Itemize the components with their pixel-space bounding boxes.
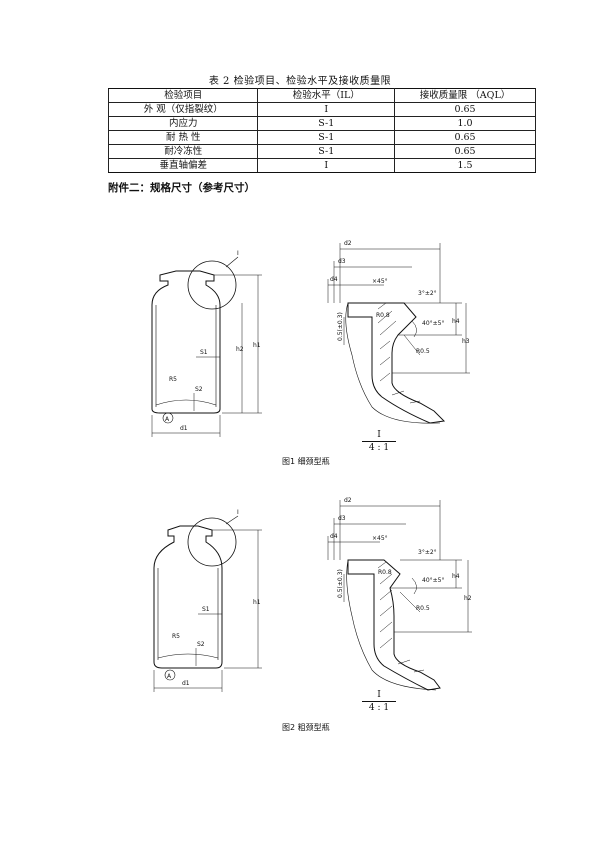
d1-label: d1 [182,680,190,687]
tolerance-label: 0.5(±0.3) [337,312,344,341]
d1-label: d1 [180,425,188,432]
d2-label: d2 [344,240,352,247]
detail-label: I [237,509,239,516]
d4-label: d4 [330,533,338,540]
h1-label: h1 [253,342,261,349]
header-inspection-level: 检验水平（IL） [257,88,396,103]
scale-numerator: I [362,690,396,702]
cell-aql: 0.65 [394,130,536,145]
bottle-outline [151,270,221,414]
figure-2-scale: I 4 : 1 [362,690,396,714]
s1-label: S1 [200,349,208,356]
table-header-row: 检验项目 检验水平（IL） 接收质量限 （AQL） [107,88,536,103]
r5-label: R5 [172,633,180,640]
angle-3-label: 3°±2° [418,290,437,297]
figure-1-scale: I 4 : 1 [362,430,396,454]
figure-1-drawing: I S1 S2 R5 A d1 h1 h2 d2 d3 d4 ×45° 3° [151,240,470,437]
annex-title: 附件二：规格尺寸（参考尺寸） [108,182,255,194]
table-row: 垂直轴偏差 I 1.5 [107,158,536,173]
detail-circle [187,260,237,310]
h3-label: h3 [462,338,470,345]
cell-aql: 1.5 [394,158,536,173]
angle-45-label: ×45° [372,535,388,542]
r08-label: R0.8 [376,312,390,319]
r08-label: R0.8 [378,569,392,576]
figure-2-drawing: I S1 S2 R5 A d1 h1 d2 d3 d4 ×45° 3°±2° 4… [153,497,472,692]
h4-label: h4 [452,573,460,580]
table-row: 内应力 S-1 1.0 [107,116,536,131]
cell-item: 耐 热 性 [107,130,259,145]
table-row: 外 观（仅指裂纹） I 0.65 [107,102,536,117]
tolerance-label: 0.5(±0.3) [337,569,344,598]
cell-aql: 0.65 [394,144,536,159]
r05-label: R0.5 [416,605,430,612]
angle-3-label: 3°±2° [418,549,437,556]
cell-level: S-1 [257,144,396,159]
table-caption: 表 2 检验项目、检验水平及接收质量限 [208,76,392,87]
table-row: 耐冷冻性 S-1 0.65 [107,144,536,159]
header-inspection-item: 检验项目 [107,88,259,103]
d3-label: d3 [338,515,346,522]
detail-label: I [237,250,239,257]
angle-40-label: 40°±5° [422,320,444,327]
cell-item: 耐冷冻性 [107,144,259,159]
h2-label: h2 [464,595,472,602]
cell-aql: 0.65 [394,102,536,117]
angle-45-label: ×45° [372,278,388,285]
bottle-outline [153,525,223,669]
scale-denominator: 4 : 1 [368,703,390,713]
h4-label: h4 [452,318,460,325]
scale-denominator: 4 : 1 [368,443,390,453]
bottle-inner [155,305,217,407]
d2-label: d2 [344,497,352,504]
inspection-table: 检验项目 检验水平（IL） 接收质量限 （AQL） 外 观（仅指裂纹） I 0.… [107,88,536,173]
cell-aql: 1.0 [394,116,536,131]
detail-neck-section [347,302,446,424]
cell-item: 内应力 [107,116,259,131]
scale-numerator: I [362,430,396,442]
cell-level: I [257,102,396,117]
d4-label: d4 [330,276,338,283]
a-label: A [167,673,172,680]
cell-item: 外 观（仅指裂纹） [107,102,259,117]
header-aql: 接收质量限 （AQL） [394,88,536,103]
cell-level: I [257,158,396,173]
r5-label: R5 [169,376,177,383]
detail-circle [187,517,237,567]
d3-label: d3 [338,258,346,265]
detail-neck-section [347,559,441,691]
angle-40-label: 40°±5° [422,577,444,584]
h1-label: h1 [253,599,261,606]
s2-label: S2 [195,386,203,393]
figure-1-caption: 图1 细颈型瓶 [282,457,330,466]
r05-label: R0.5 [416,348,430,355]
s2-label: S2 [197,641,205,648]
a-label: A [165,416,170,423]
cell-level: S-1 [257,116,396,131]
figure-2-caption: 图2 粗颈型瓶 [282,723,330,732]
h2-label: h2 [236,346,244,353]
cell-level: S-1 [257,130,396,145]
cell-item: 垂直轴偏差 [107,158,259,173]
s1-label: S1 [202,606,210,613]
table-row: 耐 热 性 S-1 0.65 [107,130,536,145]
